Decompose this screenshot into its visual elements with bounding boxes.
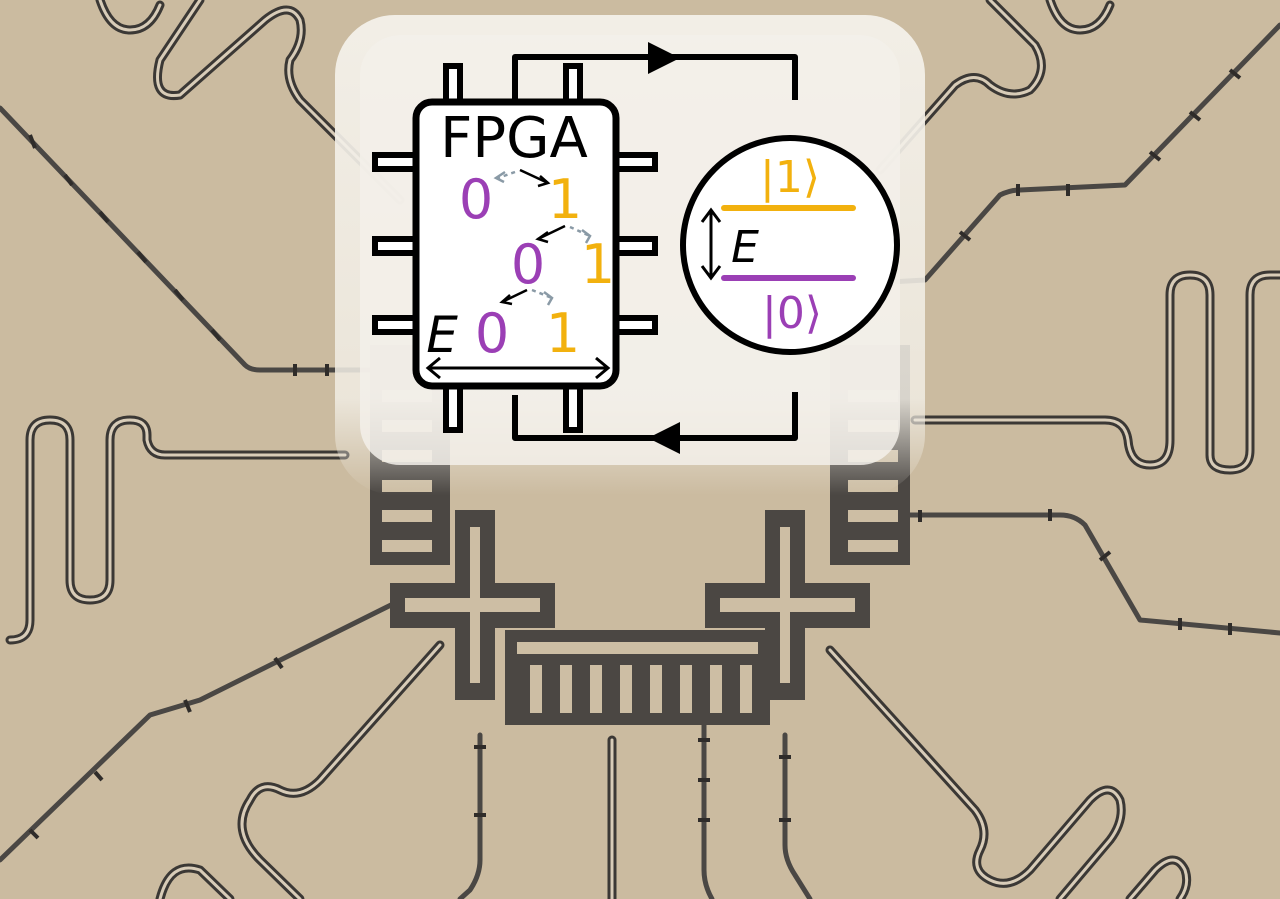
- bit-3: 1: [581, 233, 615, 296]
- arrow-left-icon: [648, 422, 680, 454]
- resonator-right: [910, 270, 1280, 475]
- bit-1: 1: [548, 168, 582, 231]
- arrow-dashed-1: [497, 170, 516, 180]
- resonator-top-right: [875, 0, 1115, 175]
- resonator-top-left: [95, 0, 405, 205]
- excited-state-label: |1⟩: [760, 152, 820, 203]
- energy-double-arrow-vertical: [700, 207, 722, 281]
- fpga-chip: [412, 98, 620, 390]
- energy-double-arrow-horizontal: [425, 356, 611, 380]
- fpga-energy-label: E: [426, 306, 458, 364]
- resonator-bottom-right: [825, 645, 1192, 899]
- bit-2: 0: [511, 233, 545, 296]
- resonator-left: [5, 415, 350, 645]
- qubit-level-diagram: [680, 135, 900, 355]
- arrow-solid-1: [519, 168, 549, 185]
- arrow-right-icon: [648, 42, 680, 74]
- fpga-title: FPGA: [440, 106, 588, 171]
- line-ticks: [28, 68, 1242, 840]
- qubit-energy-label: E: [731, 222, 759, 273]
- bit-0: 0: [459, 168, 493, 231]
- transition-arrows: [493, 168, 592, 306]
- bit-5: 1: [546, 302, 580, 365]
- loop-bottom-wire: [512, 392, 798, 441]
- resonator-bottom-left: [155, 640, 445, 899]
- ground-state-label: |0⟩: [762, 288, 822, 339]
- coupler: [505, 630, 770, 725]
- bit-4: 0: [475, 302, 509, 365]
